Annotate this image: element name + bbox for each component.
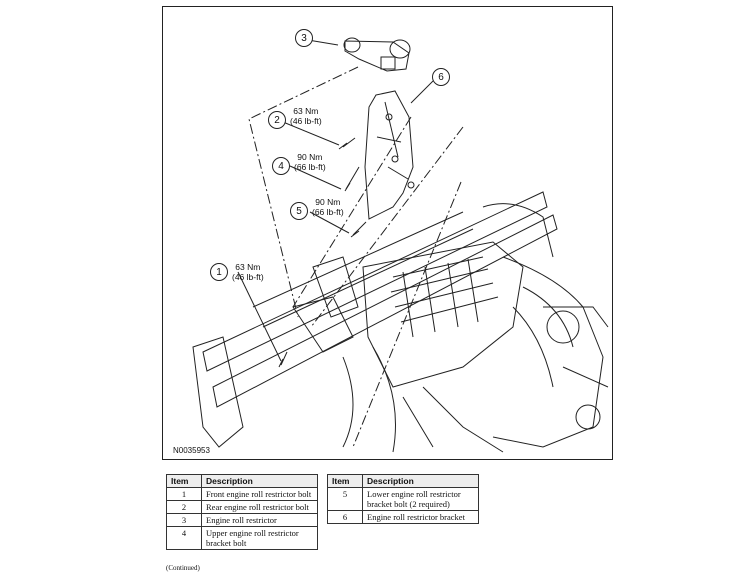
torque-label-5: 90 Nm (66 lb-ft) (312, 197, 344, 217)
torque-lbft: (66 lb-ft) (294, 162, 326, 172)
item-description: Upper engine roll restrictor bracket bol… (201, 526, 318, 550)
item-description: Engine roll restrictor bracket (362, 510, 479, 524)
torque-label-2: 63 Nm (46 lb-ft) (290, 106, 322, 126)
callout-1: 1 (210, 263, 228, 281)
callout-6: 6 (432, 68, 450, 86)
item-header: Item (166, 474, 202, 488)
item-description: Rear engine roll restrictor bolt (201, 500, 318, 514)
engine-illustration (192, 37, 609, 453)
torque-lbft: (66 lb-ft) (312, 207, 344, 217)
figure-id: N0035953 (173, 446, 210, 455)
callout-4: 4 (272, 157, 290, 175)
item-description: Front engine roll restrictor bolt (201, 487, 318, 501)
legend-header-row: Item Description (166, 474, 318, 488)
legend-table-left: Item Description 1 Front engine roll res… (166, 474, 318, 550)
legend-row: 4 Upper engine roll restrictor bracket b… (166, 526, 318, 550)
item-number: 4 (166, 526, 202, 550)
item-description: Engine roll restrictor (201, 513, 318, 527)
callout-5: 5 (290, 202, 308, 220)
description-header: Description (201, 474, 318, 488)
legend-row: 3 Engine roll restrictor (166, 513, 318, 527)
callout-2: 2 (268, 111, 286, 129)
torque-nm: 63 Nm (235, 262, 261, 272)
description-header: Description (362, 474, 479, 488)
item-header: Item (327, 474, 363, 488)
torque-nm: 90 Nm (297, 152, 323, 162)
legend-header-row: Item Description (327, 474, 479, 488)
item-number: 3 (166, 513, 202, 527)
legend-row: 5 Lower engine roll restrictor bracket b… (327, 487, 479, 511)
continued-note: (Continued) (166, 564, 200, 572)
item-number: 1 (166, 487, 202, 501)
torque-label-4: 90 Nm (66 lb-ft) (294, 152, 326, 172)
legend-row: 6 Engine roll restrictor bracket (327, 510, 479, 524)
legend-table-right: Item Description 5 Lower engine roll res… (327, 474, 479, 524)
item-description: Lower engine roll restrictor bracket bol… (362, 487, 479, 511)
torque-nm: 90 Nm (315, 197, 341, 207)
callout-3: 3 (295, 29, 313, 47)
item-number: 5 (327, 487, 363, 511)
engine-diagram: 3 6 2 63 Nm (46 lb-ft) 4 90 Nm (66 lb-ft… (162, 6, 613, 460)
torque-nm: 63 Nm (293, 106, 319, 116)
item-number: 6 (327, 510, 363, 524)
torque-lbft: (46 lb-ft) (290, 116, 322, 126)
item-number: 2 (166, 500, 202, 514)
torque-label-1: 63 Nm (46 lb-ft) (232, 262, 264, 282)
legend-row: 2 Rear engine roll restrictor bolt (166, 500, 318, 514)
torque-lbft: (46 lb-ft) (232, 272, 264, 282)
legend-row: 1 Front engine roll restrictor bolt (166, 487, 318, 501)
